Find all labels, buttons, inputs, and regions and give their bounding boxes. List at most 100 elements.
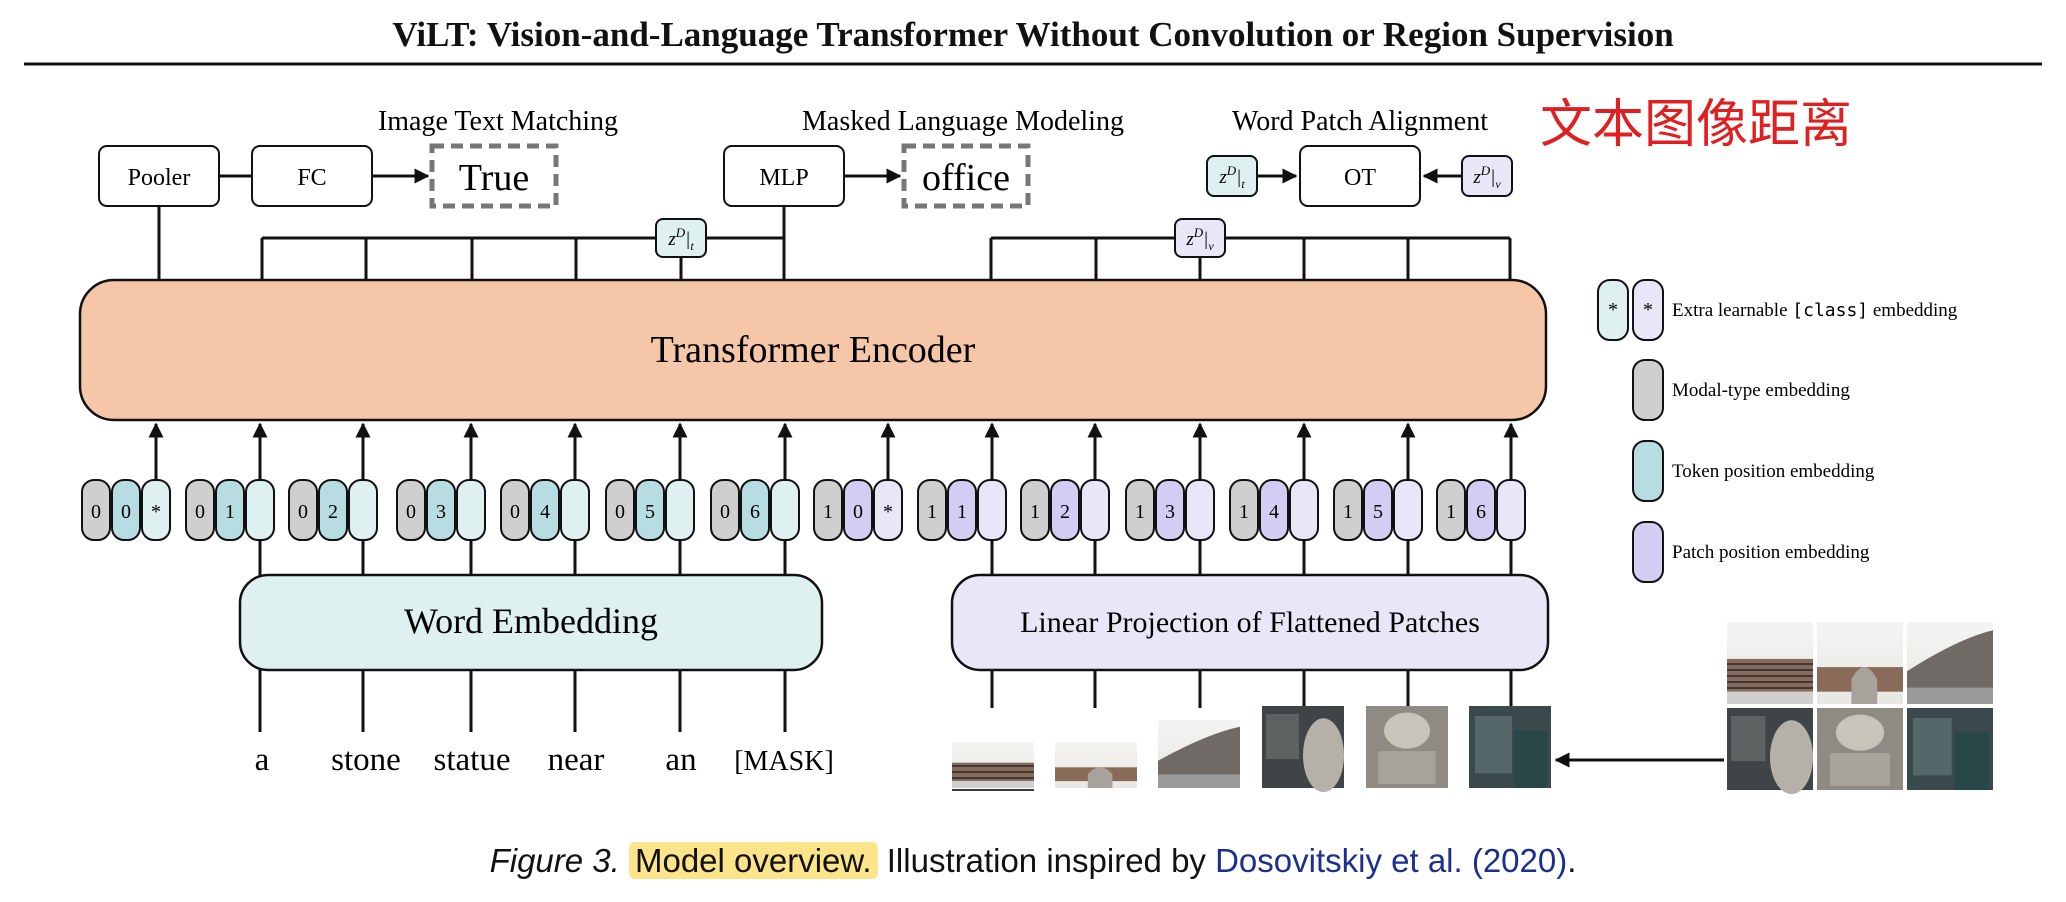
modal-type-embedding <box>1020 479 1050 541</box>
modal-type-embedding <box>500 479 530 541</box>
token-embedding <box>977 479 1007 541</box>
token-embedding <box>1496 479 1526 541</box>
position-value: 2 <box>328 501 338 523</box>
position-value: 0 <box>121 501 131 523</box>
position-embedding <box>318 479 348 541</box>
modal-type-value: 0 <box>615 501 625 523</box>
transformer-encoder <box>78 278 1548 422</box>
modal-type-value: 1 <box>823 501 833 523</box>
text-token-5: [MASK] <box>734 746 834 777</box>
caption-highlight: Model overview. <box>628 842 878 879</box>
modal-type-embedding <box>813 479 843 541</box>
chinese-annotation: 文本图像距离 <box>1540 97 1852 154</box>
mlp-label: MLP <box>759 165 808 191</box>
text-token-1: stone <box>331 742 401 778</box>
text-token-3: near <box>548 742 605 778</box>
modal-type-embedding <box>288 479 318 541</box>
position-embedding <box>740 479 770 541</box>
legend-swatch <box>1632 359 1664 421</box>
position-value: 3 <box>436 501 446 523</box>
position-embedding <box>530 479 560 541</box>
position-value: 0 <box>853 501 863 523</box>
modal-type-embedding <box>81 479 111 541</box>
legend-class-image-swatch <box>1632 279 1664 341</box>
citation-link[interactable]: Dosovitskiy et al. (2020) <box>1215 842 1568 879</box>
modal-type-value: 1 <box>927 501 937 523</box>
position-embedding <box>1363 479 1393 541</box>
embedding-links <box>258 540 1513 732</box>
image-patch-4 <box>1262 706 1344 793</box>
position-value: 6 <box>1476 501 1486 523</box>
true-output-box <box>429 143 559 209</box>
position-value: 4 <box>540 501 550 523</box>
legend-label: Modal-type embedding <box>1672 380 1850 401</box>
grid-patch-5 <box>1817 708 1903 790</box>
office-output-box <box>901 143 1031 209</box>
position-value: 1 <box>225 501 235 523</box>
modal-type-embedding <box>396 479 426 541</box>
grid-patch-6 <box>1907 708 1993 790</box>
zd-v-mid-box <box>1174 218 1226 258</box>
legend-label: Patch position embedding <box>1672 542 1870 563</box>
caption-end: . <box>1567 842 1577 879</box>
image-patch-6 <box>1469 706 1551 788</box>
position-value: 5 <box>1373 501 1383 523</box>
position-value: 2 <box>1060 501 1070 523</box>
image-patch-2 <box>1055 742 1137 788</box>
modal-type-value: 1 <box>1446 501 1456 523</box>
position-embedding <box>111 479 141 541</box>
page-title: ViLT: Vision-and-Language Transformer Wi… <box>392 15 1673 54</box>
itm-title: Image Text Matching <box>378 106 618 137</box>
modal-type-value: 0 <box>720 501 730 523</box>
zd-t-mid-box <box>655 218 707 258</box>
class-marker: * <box>883 501 893 523</box>
position-embedding <box>1259 479 1289 541</box>
legend-star: * <box>1643 299 1653 321</box>
token-embedding <box>560 479 590 541</box>
legend-item-1: Modal-type embedding <box>1632 359 1850 421</box>
caption-text: Illustration inspired by <box>877 842 1216 879</box>
embedding-legend: **Extra learnable [class] embeddingModal… <box>1597 279 1958 583</box>
token-embedding <box>1185 479 1215 541</box>
legend-item-3: Patch position embedding <box>1632 521 1870 583</box>
modal-type-value: 0 <box>298 501 308 523</box>
pooler-label: Pooler <box>128 165 191 191</box>
token-embedding <box>348 479 378 541</box>
position-embedding <box>1466 479 1496 541</box>
modal-type-value: 0 <box>510 501 520 523</box>
modal-type-value: 0 <box>195 501 205 523</box>
grid-patch-4 <box>1727 708 1813 795</box>
modal-type-embedding <box>1436 479 1466 541</box>
wpa-title: Word Patch Alignment <box>1232 106 1488 137</box>
text-token-2: statue <box>434 742 511 778</box>
position-value: 1 <box>957 501 967 523</box>
modal-type-embedding <box>185 479 215 541</box>
office-output-label: office <box>922 157 1010 199</box>
position-embedding <box>635 479 665 541</box>
ot-box <box>1299 145 1421 207</box>
source-image-patch-grid <box>1727 622 1993 795</box>
modal-type-value: 1 <box>1239 501 1249 523</box>
modal-type-value: 1 <box>1135 501 1145 523</box>
token-embedding <box>1289 479 1319 541</box>
legend-item-2: Token position embedding <box>1632 440 1875 502</box>
image-patch-3 <box>1158 720 1240 788</box>
mlm-title: Masked Language Modeling <box>802 106 1124 137</box>
legend-class-text-swatch <box>1597 279 1629 341</box>
zd-v-top-box <box>1461 155 1513 197</box>
modal-type-embedding <box>917 479 947 541</box>
image-patch-1 <box>952 742 1034 791</box>
zd-t-top-label: zD|t <box>1218 163 1245 191</box>
position-embedding <box>1155 479 1185 541</box>
encoder-input-arrows <box>148 422 1519 480</box>
